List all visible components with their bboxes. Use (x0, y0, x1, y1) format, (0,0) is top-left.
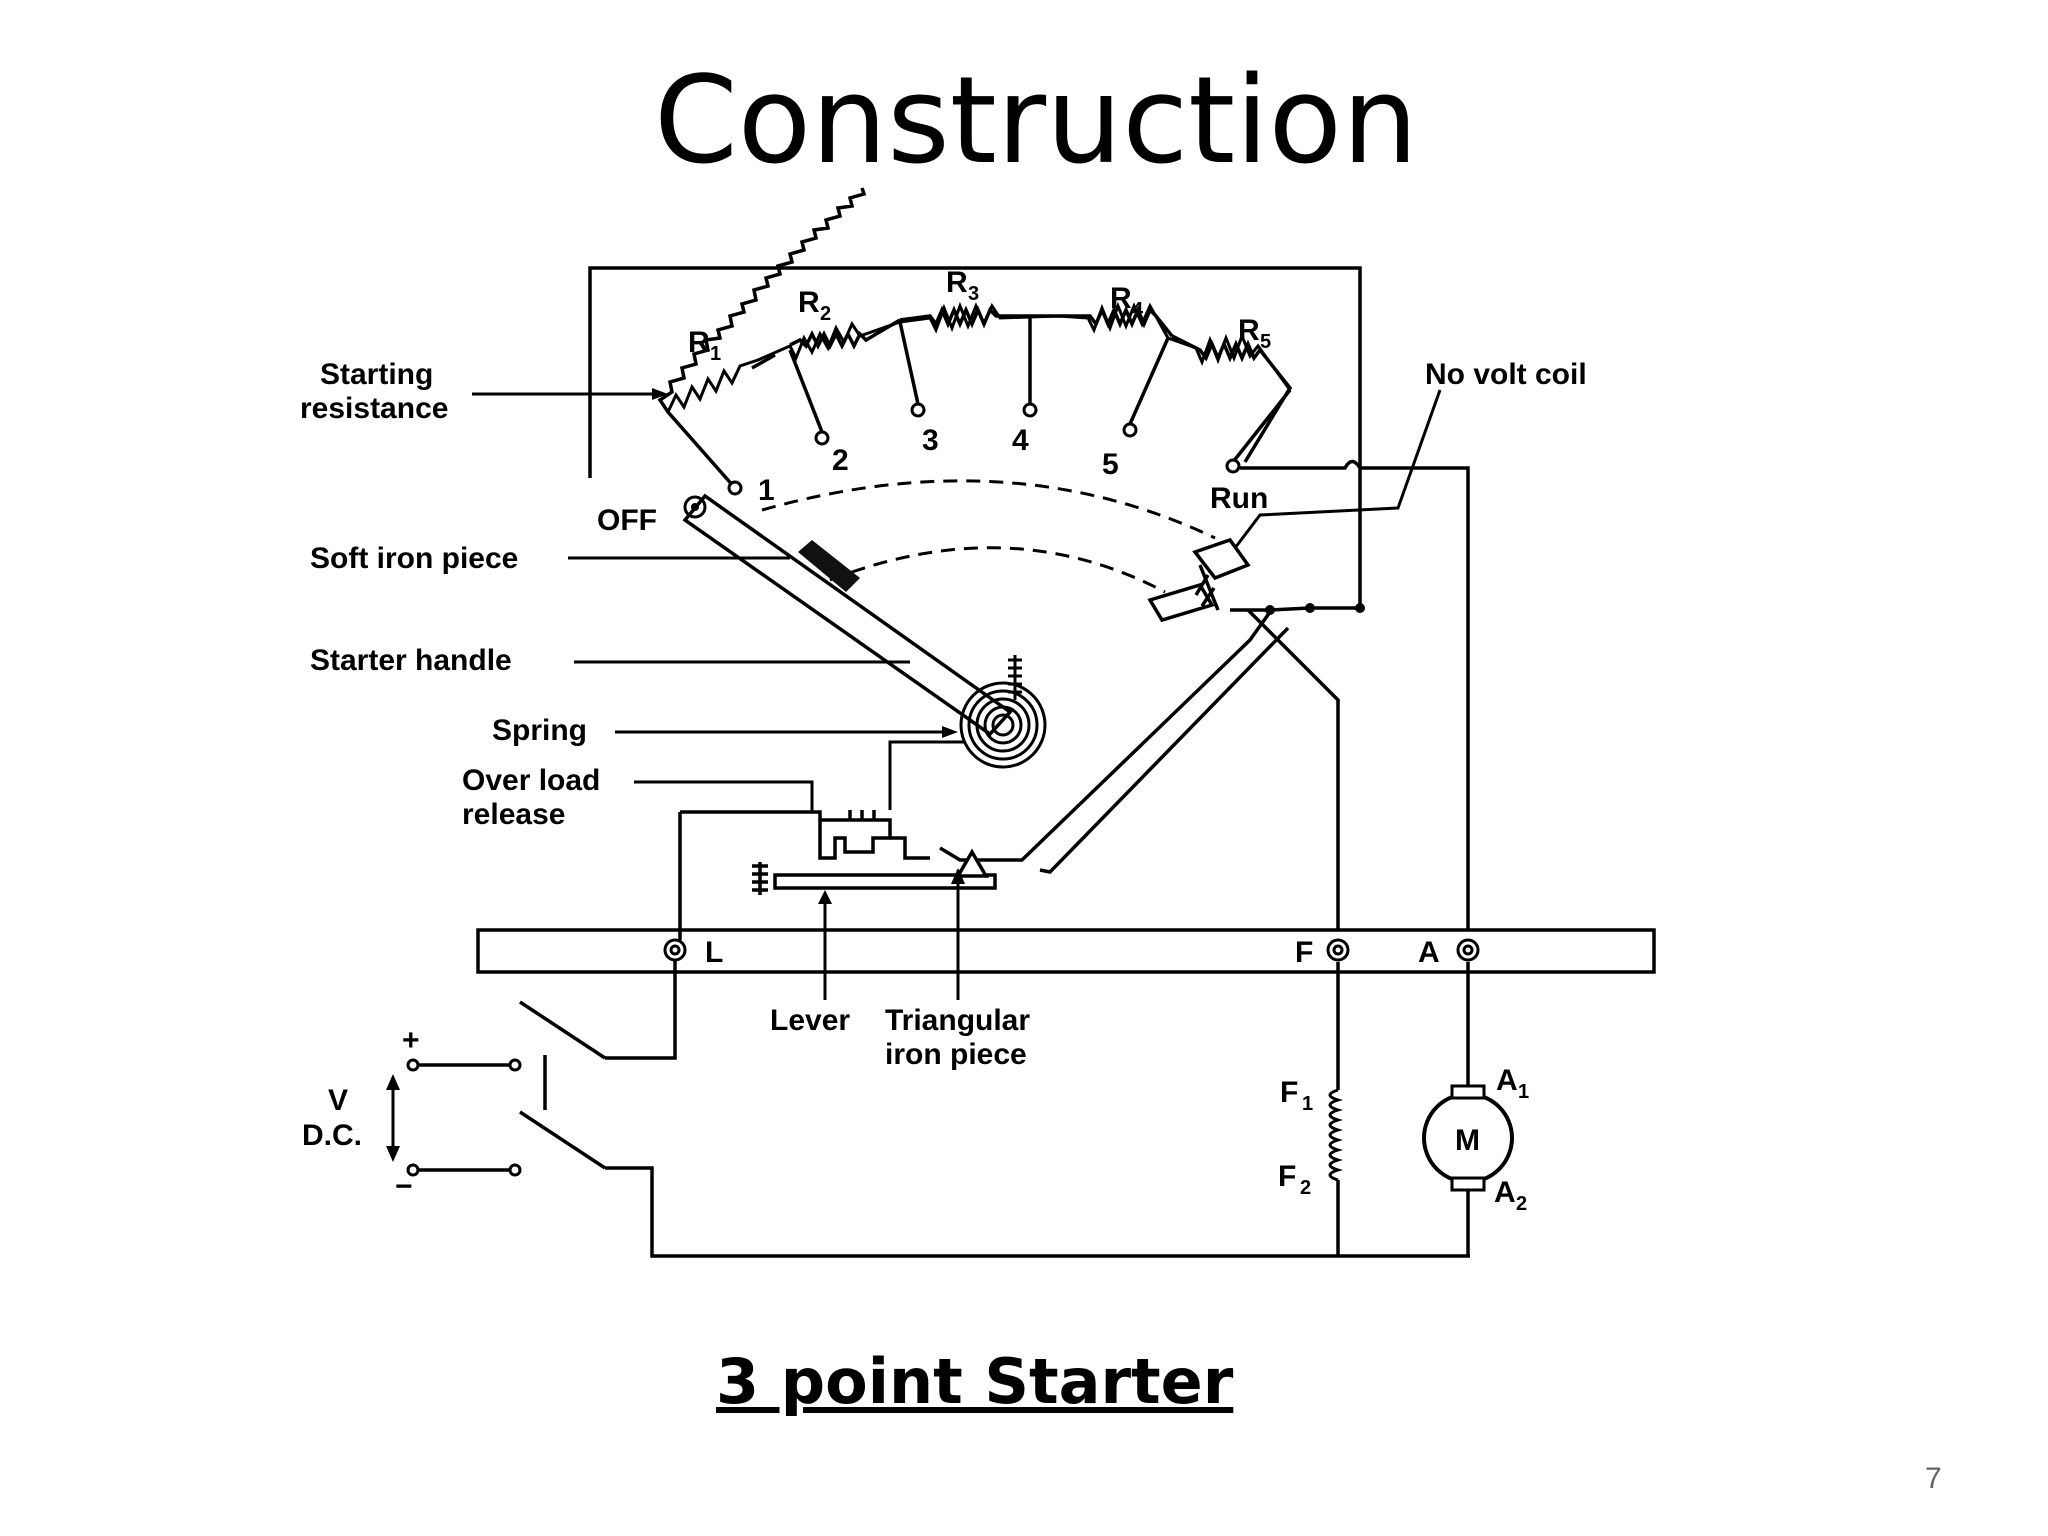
over-load-release-label-2: release (462, 798, 565, 831)
stud-2-label: 2 (832, 444, 849, 477)
supply-arrow-head-down (386, 1146, 400, 1162)
run-label: Run (1210, 482, 1268, 515)
brush-a1 (1450, 1084, 1486, 1100)
r1-sub: 1 (710, 343, 721, 365)
leader-lines (472, 392, 950, 812)
lever-arrow-head (818, 890, 832, 904)
supply-v-label: V (328, 1084, 348, 1117)
r5-letter: R (1238, 314, 1260, 347)
triangular-arrow-head (951, 868, 965, 884)
triangular-iron-label-1: Triangular (885, 1004, 1030, 1037)
starter-handle[interactable] (682, 493, 1013, 737)
over-load-release (818, 810, 930, 860)
l-terminal-wire (605, 810, 822, 1060)
spring (959, 655, 1047, 769)
plus-label: + (402, 1024, 420, 1057)
motor-label: M (1455, 1124, 1480, 1157)
soft-iron-piece-label: Soft iron piece (310, 542, 518, 575)
stud-4-label: 4 (1012, 424, 1029, 457)
r1-letter: R (688, 326, 710, 359)
no-volt-coil-label: No volt coil (1425, 358, 1587, 391)
lever-label: Lever (770, 1004, 850, 1037)
r4-letter: R (1110, 282, 1132, 315)
supply-dc-label: D.C. (302, 1119, 362, 1152)
stud-3-label: 3 (922, 424, 939, 457)
dashed-arc-outer (761, 479, 1216, 540)
triangular-iron-piece (954, 848, 990, 878)
r4-sub: 4 (1132, 299, 1144, 321)
dc-supply-switch[interactable] (415, 1000, 606, 1172)
f1-letter: F (1280, 1076, 1298, 1109)
page-number: 7 (1925, 1462, 1942, 1495)
off-label: OFF (597, 504, 657, 537)
spring-to-overload-wire (888, 740, 965, 810)
a1-sub: 1 (1518, 1081, 1529, 1103)
starting-resistance-arrow (652, 388, 668, 400)
starting-resistance-chain (657, 187, 1293, 490)
a1-letter: A (1496, 1064, 1518, 1097)
dashed-arc-inner (829, 546, 1166, 594)
supply-terminals (406, 1058, 522, 1177)
f1-sub: 1 (1302, 1093, 1313, 1115)
a2-sub: 2 (1516, 1193, 1527, 1215)
terminal-l-label: L (705, 936, 723, 969)
stud-1-label: 1 (758, 474, 775, 507)
return-wire (605, 1166, 1470, 1258)
over-load-release-label-1: Over load (462, 764, 600, 797)
a2-letter: A (1494, 1176, 1516, 1209)
triangular-iron-label-2: iron piece (885, 1038, 1027, 1071)
starting-resistance-label-1: Starting (320, 358, 433, 391)
no-volt-coil (1147, 537, 1251, 623)
lever (752, 862, 997, 895)
terminal-f-label: F (1295, 936, 1313, 969)
r2-sub: 2 (820, 303, 831, 325)
f2-sub: 2 (1300, 1177, 1311, 1199)
no-volt-coil-wiring (1230, 600, 1362, 940)
resistor-zigzag (666, 301, 1292, 413)
spring-label: Spring (492, 714, 587, 747)
return-arm (939, 610, 1290, 874)
terminal-circles (663, 938, 1480, 962)
soft-iron-piece (798, 540, 860, 592)
slide-title: Construction (653, 52, 1419, 191)
f2-letter: F (1278, 1160, 1296, 1193)
field-winding (1328, 1088, 1344, 1182)
no-volt-coil-leader (1233, 389, 1442, 549)
spring-arrow (942, 726, 958, 738)
enclosure-box (588, 266, 1362, 600)
run-to-armature-wire (1240, 459, 1470, 940)
starting-resistance-label-2: resistance (300, 392, 448, 425)
r3-sub: 3 (968, 283, 979, 305)
stud-contacts (727, 402, 1241, 496)
minus-label: − (395, 1170, 413, 1203)
r5-sub: 5 (1260, 331, 1271, 353)
starter-handle-label: Starter handle (310, 644, 512, 677)
diagram-caption: 3 point Starter (716, 1345, 1234, 1418)
terminal-a-label: A (1418, 936, 1440, 969)
resistor-taps (788, 318, 1292, 464)
r3-letter: R (946, 266, 968, 299)
brush-a2 (1450, 1176, 1486, 1192)
supply-arrow-head-up (386, 1074, 400, 1090)
r2-letter: R (798, 286, 820, 319)
stud-5-label: 5 (1102, 448, 1119, 481)
